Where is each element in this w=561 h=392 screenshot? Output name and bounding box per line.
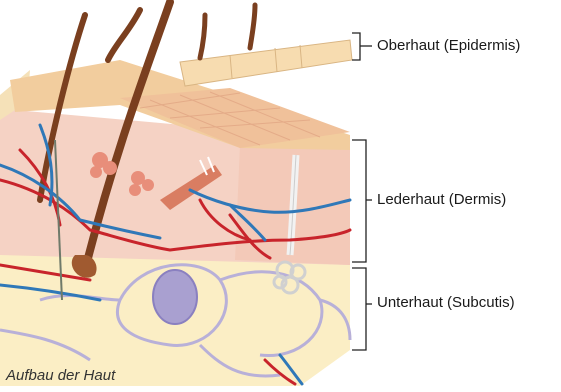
bracket-dermis <box>352 140 366 262</box>
epidermis-flap <box>180 40 352 86</box>
figure-caption: Aufbau der Haut <box>6 367 115 384</box>
fat-cell <box>153 270 197 324</box>
layer-brackets <box>352 33 372 350</box>
label-dermis: Lederhaut (Dermis) <box>377 191 506 209</box>
label-subcutis: Unterhaut (Subcutis) <box>377 294 515 312</box>
label-epidermis: Oberhaut (Epidermis) <box>377 37 520 55</box>
bracket-subcutis <box>352 268 366 350</box>
bracket-epidermis <box>352 33 360 60</box>
